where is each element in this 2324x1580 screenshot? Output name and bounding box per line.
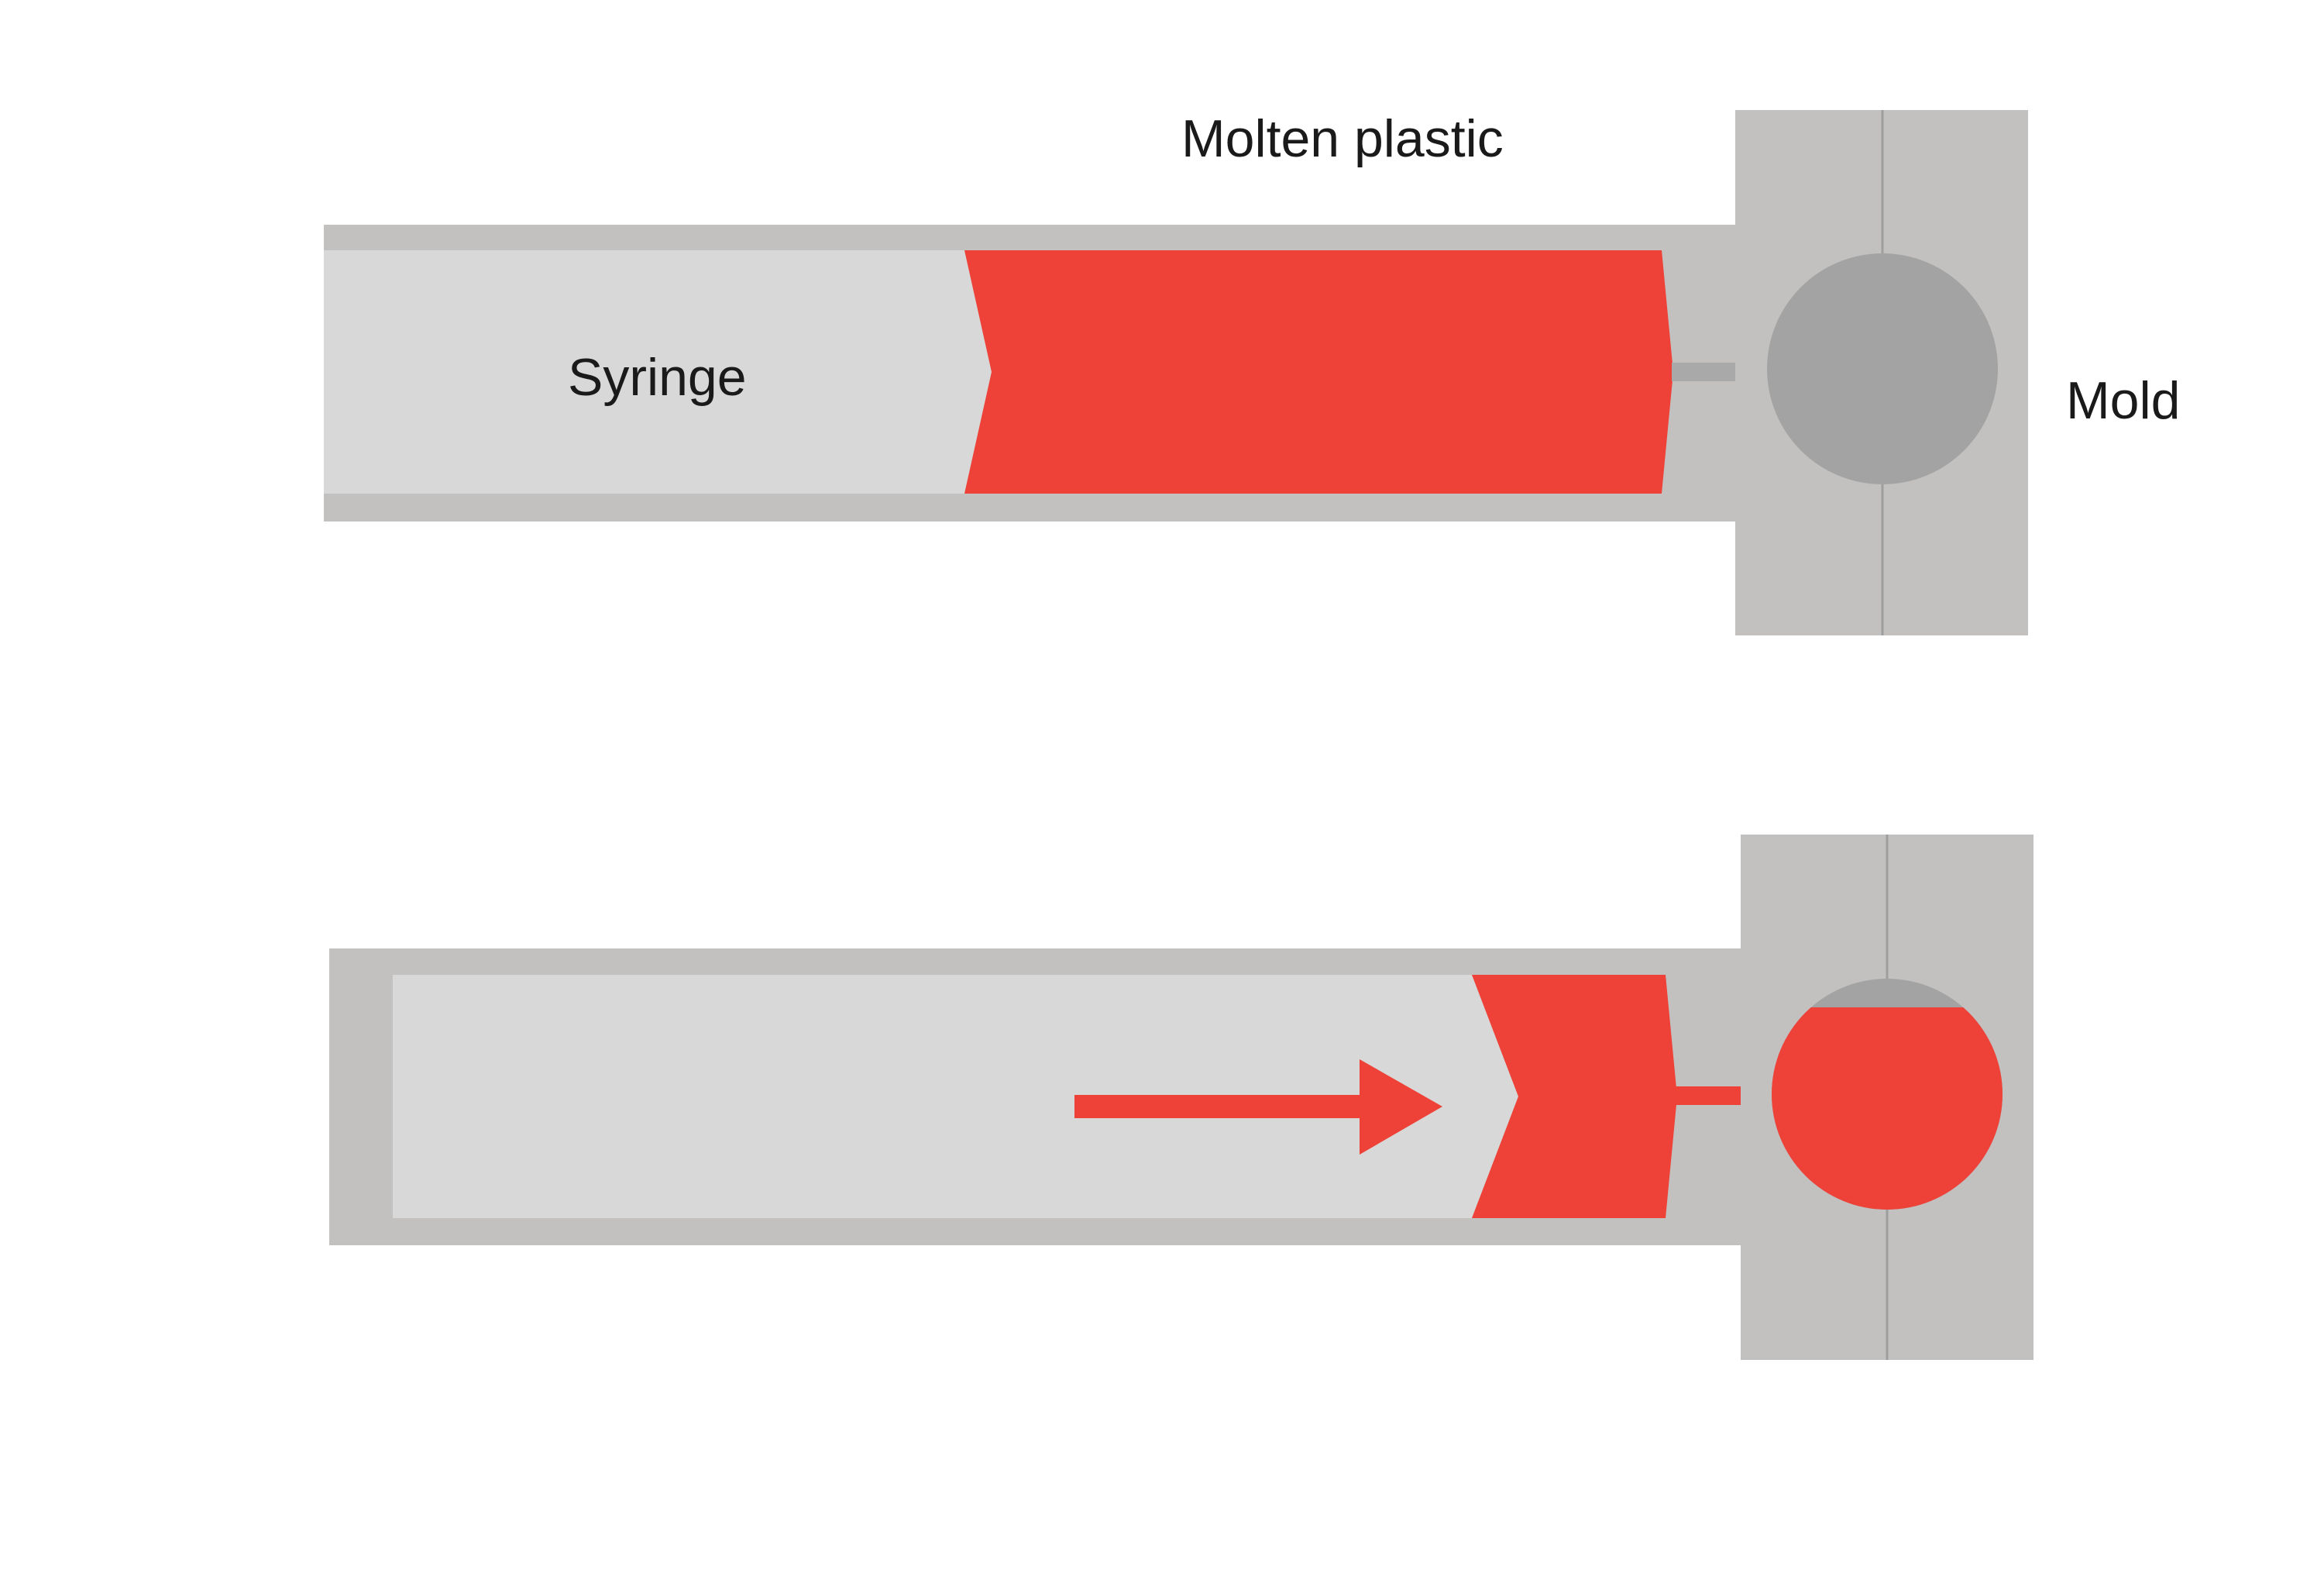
molten-plastic-charge	[1472, 975, 1677, 1218]
mold-label: Mold	[2066, 371, 2180, 430]
arrow-right-icon	[1074, 1059, 1442, 1155]
stage-after-injection	[329, 835, 2033, 1360]
stage-before-injection: Molten plastic Syringe Mold	[324, 109, 2180, 635]
syringe-plunger	[393, 975, 1518, 1218]
syringe-label: Syringe	[568, 348, 747, 407]
molten-plastic-charge	[964, 250, 1673, 494]
mold-cavity-filled-portion	[1772, 1007, 2003, 1210]
syringe-plunger	[324, 250, 992, 494]
mold-cavity-empty	[1767, 253, 1998, 484]
molten-plastic-label: Molten plastic	[1181, 109, 1504, 168]
